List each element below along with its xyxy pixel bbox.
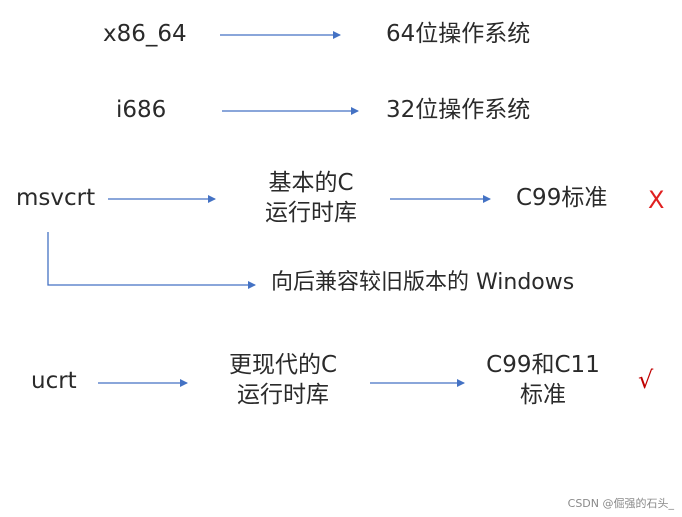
label-modern-c-runtime-line2: 运行时库 [237,382,329,408]
label-modern-c-runtime: 更现代的C 运行时库 [229,350,337,410]
cross-mark-icon: X [648,186,665,214]
label-modern-c-runtime-line1: 更现代的C [228,352,338,378]
label-i686: i686 [116,97,167,123]
label-basic-c-runtime-line1: 基本的C [268,170,354,196]
label-c99-c11-standard: C99和C11 标准 [486,350,600,410]
label-c99-c11-line2: 标准 [520,382,566,408]
label-basic-c-runtime-line2: 运行时库 [265,200,357,226]
label-basic-c-runtime: 基本的C 运行时库 [265,168,357,228]
label-msvcrt: msvcrt [16,185,96,211]
label-64bit-os: 64位操作系统 [386,21,531,47]
check-mark-icon: √ [638,366,654,394]
watermark: CSDN @倔强的石头_ [567,497,674,510]
arrow-msvcrt-branch-compat [47,232,256,289]
label-c99-standard: C99标准 [516,185,608,211]
label-x86-64: x86_64 [103,21,187,47]
label-c99-c11-line1: C99和C11 [486,352,600,378]
label-32bit-os: 32位操作系统 [386,97,531,123]
label-ucrt: ucrt [31,368,77,394]
label-backward-compat-windows: 向后兼容较旧版本的 Windows [271,270,575,295]
